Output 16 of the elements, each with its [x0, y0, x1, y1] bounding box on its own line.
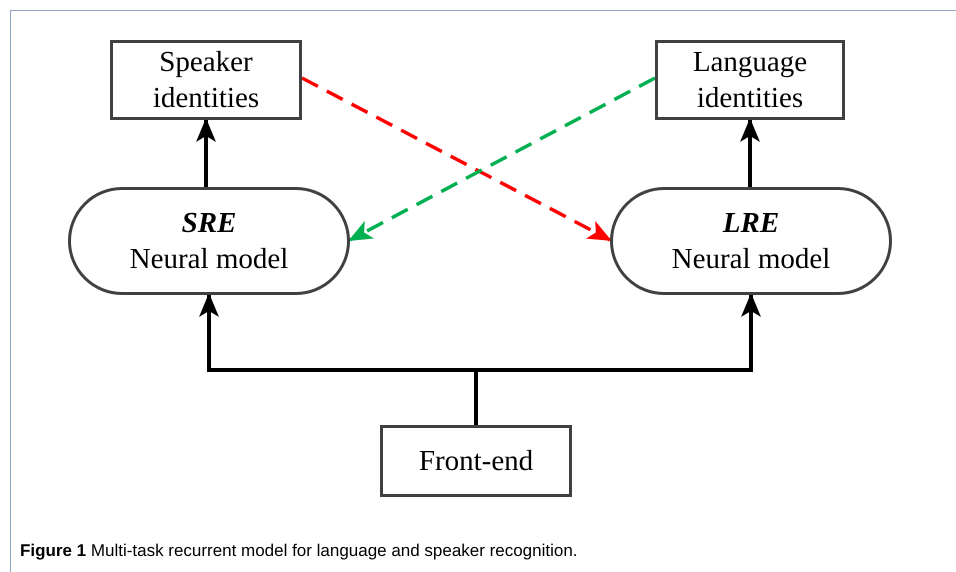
node-label: Language identities: [692, 45, 808, 116]
model-name: LRE: [722, 206, 780, 241]
node-label: Speaker identities: [152, 45, 260, 116]
node-label: Neural model: [130, 242, 288, 277]
arrow: [740, 118, 760, 187]
process-box: [655, 40, 845, 120]
arrow: [196, 118, 216, 187]
node-label: Front-end: [418, 444, 534, 479]
node-label: Neural model: [672, 242, 830, 277]
arrow: [474, 293, 761, 425]
process-box: [380, 425, 572, 497]
dashed-arrow: [301, 76, 612, 242]
process-box: [110, 40, 302, 120]
dashed-arrow: [348, 76, 656, 242]
figure-caption: Figure 1 Multi-task recurrent model for language and speaker recognition.: [20, 540, 578, 562]
model-name: SRE: [182, 206, 236, 241]
